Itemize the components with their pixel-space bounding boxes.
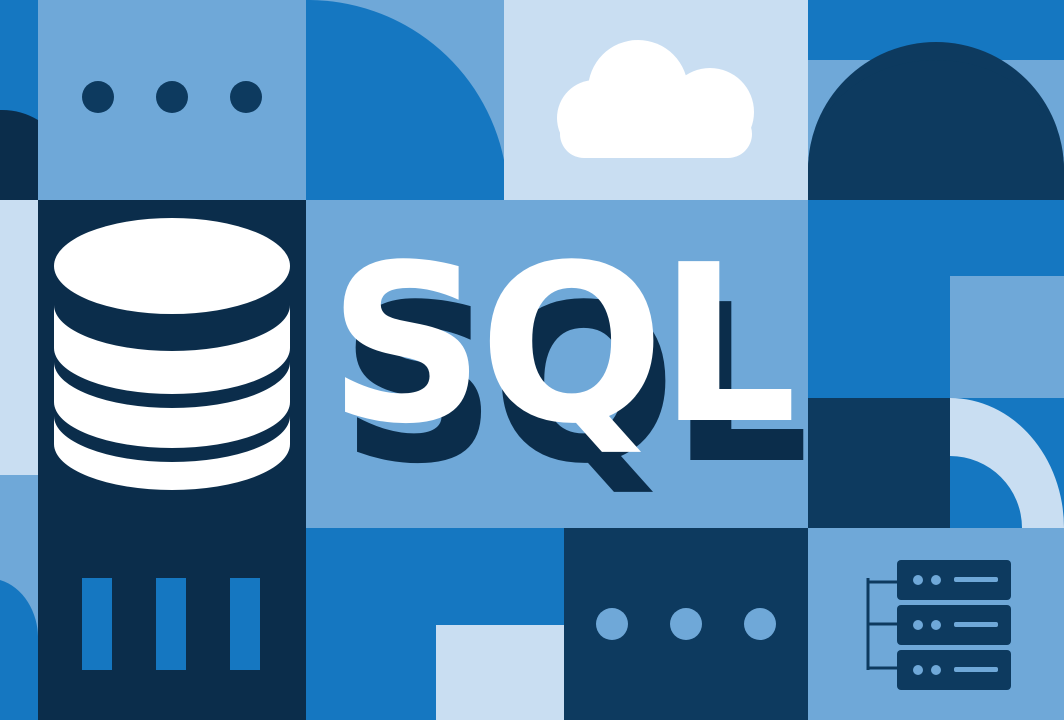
quarter-circle-shape: [950, 398, 1064, 528]
semicircle-shape-right-top: [808, 60, 1064, 200]
tile-left-strip: [0, 200, 38, 475]
vertical-bars-icon: [82, 578, 260, 670]
three-dots-icon-bottom: [596, 608, 776, 640]
cloud-icon: [557, 40, 754, 158]
tile-bottom-light: [436, 625, 564, 720]
three-dots-icon: [82, 81, 262, 113]
semicircle-shape-top: [306, 0, 504, 200]
left-bottom-arc: [0, 580, 39, 720]
sql-headline-shadow: SQL: [340, 259, 803, 512]
server-rack-icon: [866, 560, 1011, 690]
left-strip-arc: [0, 109, 38, 200]
sql-headline: SQL SQL: [328, 219, 809, 512]
tile-right-dark: [808, 398, 950, 528]
sql-headline-text: SQL: [328, 219, 791, 472]
tile-right-light: [950, 276, 1064, 398]
tile-right-mid-edge: [950, 200, 1064, 276]
tile-sql: [306, 200, 808, 528]
tile-right-mid: [808, 200, 950, 398]
database-stack-icon: [54, 218, 290, 490]
